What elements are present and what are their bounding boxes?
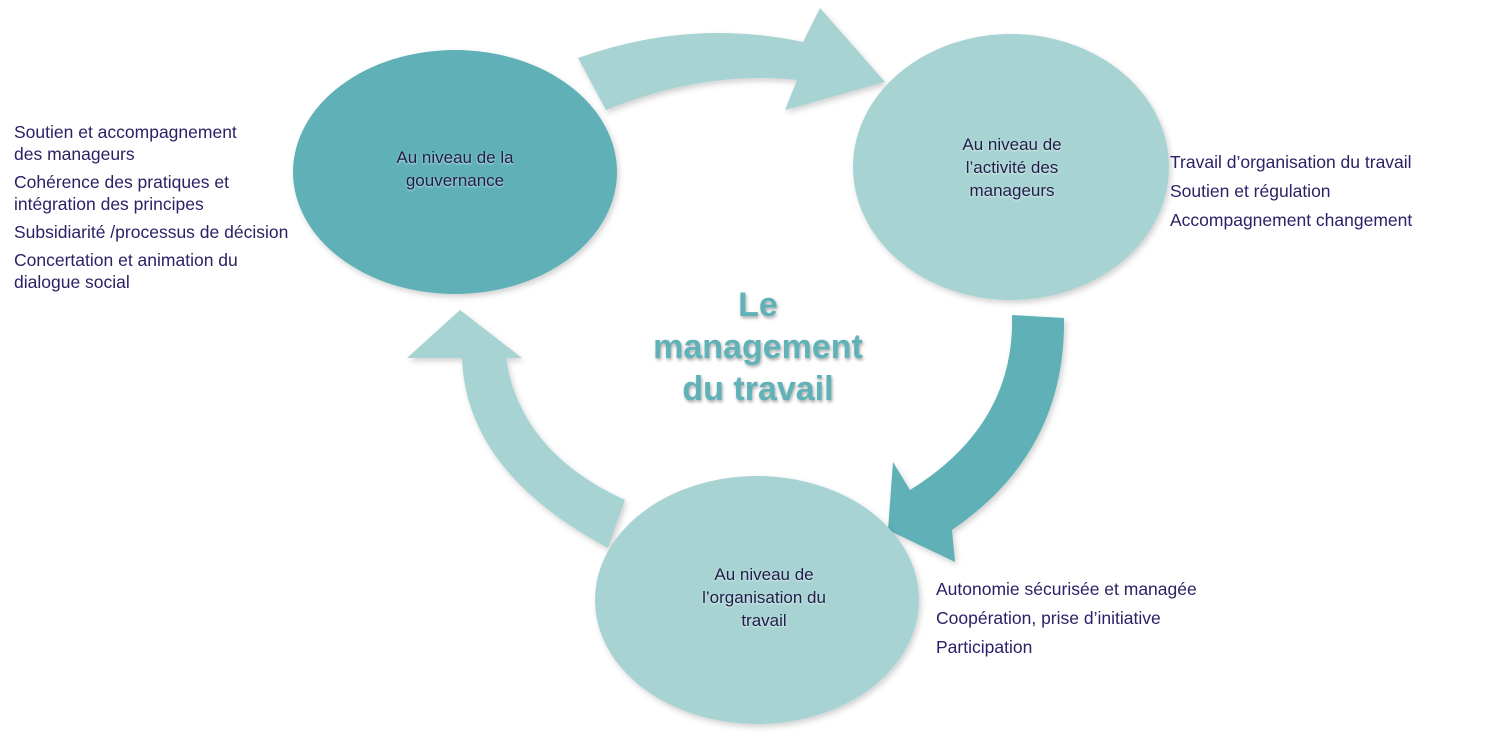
list-item: Cohérence des pratiques et [14,172,229,192]
list-item: Soutien et accompagnement [14,122,237,142]
center-title-line: Le [738,286,778,324]
arrow-organisation-to-governance [407,310,625,548]
label-organisation-line: l’organisation du [702,588,826,607]
managers-list: Travail d’organisation du travail Soutie… [1170,148,1412,235]
label-governance: Au niveau de la gouvernance [355,146,555,192]
circle-organisation [595,476,919,724]
label-managers: Au niveau de l’activité des manageurs [912,133,1112,202]
organisation-list: Autonomie sécurisée et managée Coopérati… [936,575,1197,662]
arrow-governance-to-managers [578,8,885,110]
label-governance-line: Au niveau de la [396,148,514,167]
center-title-line: du travail [682,370,834,408]
list-item: des manageurs [14,144,135,164]
center-title-line: management [653,328,863,366]
label-managers-line: manageurs [969,181,1055,200]
label-organisation: Au niveau de l’organisation du travail [664,563,864,632]
governance-list: Soutien et accompagnement des manageurs … [14,121,288,293]
list-item: Travail d’organisation du travail [1170,152,1412,172]
circle-managers [853,34,1169,300]
list-item: Accompagnement changement [1170,210,1413,230]
circle-governance [293,50,617,294]
label-managers-line: Au niveau de [962,135,1062,154]
list-item: Participation [936,637,1033,657]
list-item: intégration des principes [14,194,204,214]
center-title: Le management du travail [608,284,908,410]
list-item: dialogue social [14,272,130,292]
label-organisation-line: travail [741,611,787,630]
arrow-managers-to-organisation [888,315,1065,562]
list-item: Autonomie sécurisée et managée [936,579,1197,599]
label-governance-line: gouvernance [405,171,505,190]
label-managers-line: l’activité des [965,158,1059,177]
list-item: Concertation et animation du [14,250,238,270]
list-item: Coopération, prise d’initiative [936,608,1161,628]
list-item: Soutien et régulation [1170,181,1331,201]
label-organisation-line: Au niveau de [714,565,814,584]
list-item: Subsidiarité /processus de décision [14,222,289,242]
